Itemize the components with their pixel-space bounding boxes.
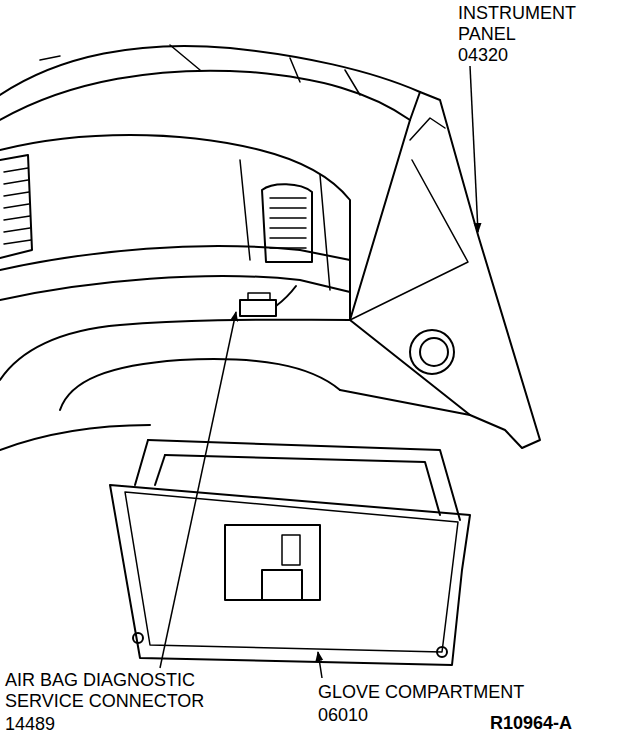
leader-line [470,66,478,232]
connector-body [240,300,276,316]
grommet [410,330,454,374]
callout-number: 06010 [318,705,438,726]
panel-end-cap [410,92,540,448]
left-vent [0,155,32,258]
panel-end-face [350,120,470,415]
glove-latch [262,570,302,600]
part-name: GLOVE COMPARTMENT [318,682,598,703]
leader-line [160,312,236,668]
callout-number: 04320 [458,45,578,66]
glove-door [110,485,470,665]
center-vent [262,184,312,262]
connector-wire [276,286,296,306]
leader-line [318,652,322,678]
glove-label [225,525,320,600]
glove-opening-upper [0,320,350,380]
callout-number: 14489 [5,714,125,735]
figure-number: R10964-A [490,713,620,734]
part-name: AIR BAG DIAGNOSTIC SERVICE CONNECTOR [5,670,255,712]
dash-face [0,135,350,320]
part-name: INSTRUMENT PANEL [458,3,618,45]
dash-pad-edge [0,71,410,120]
